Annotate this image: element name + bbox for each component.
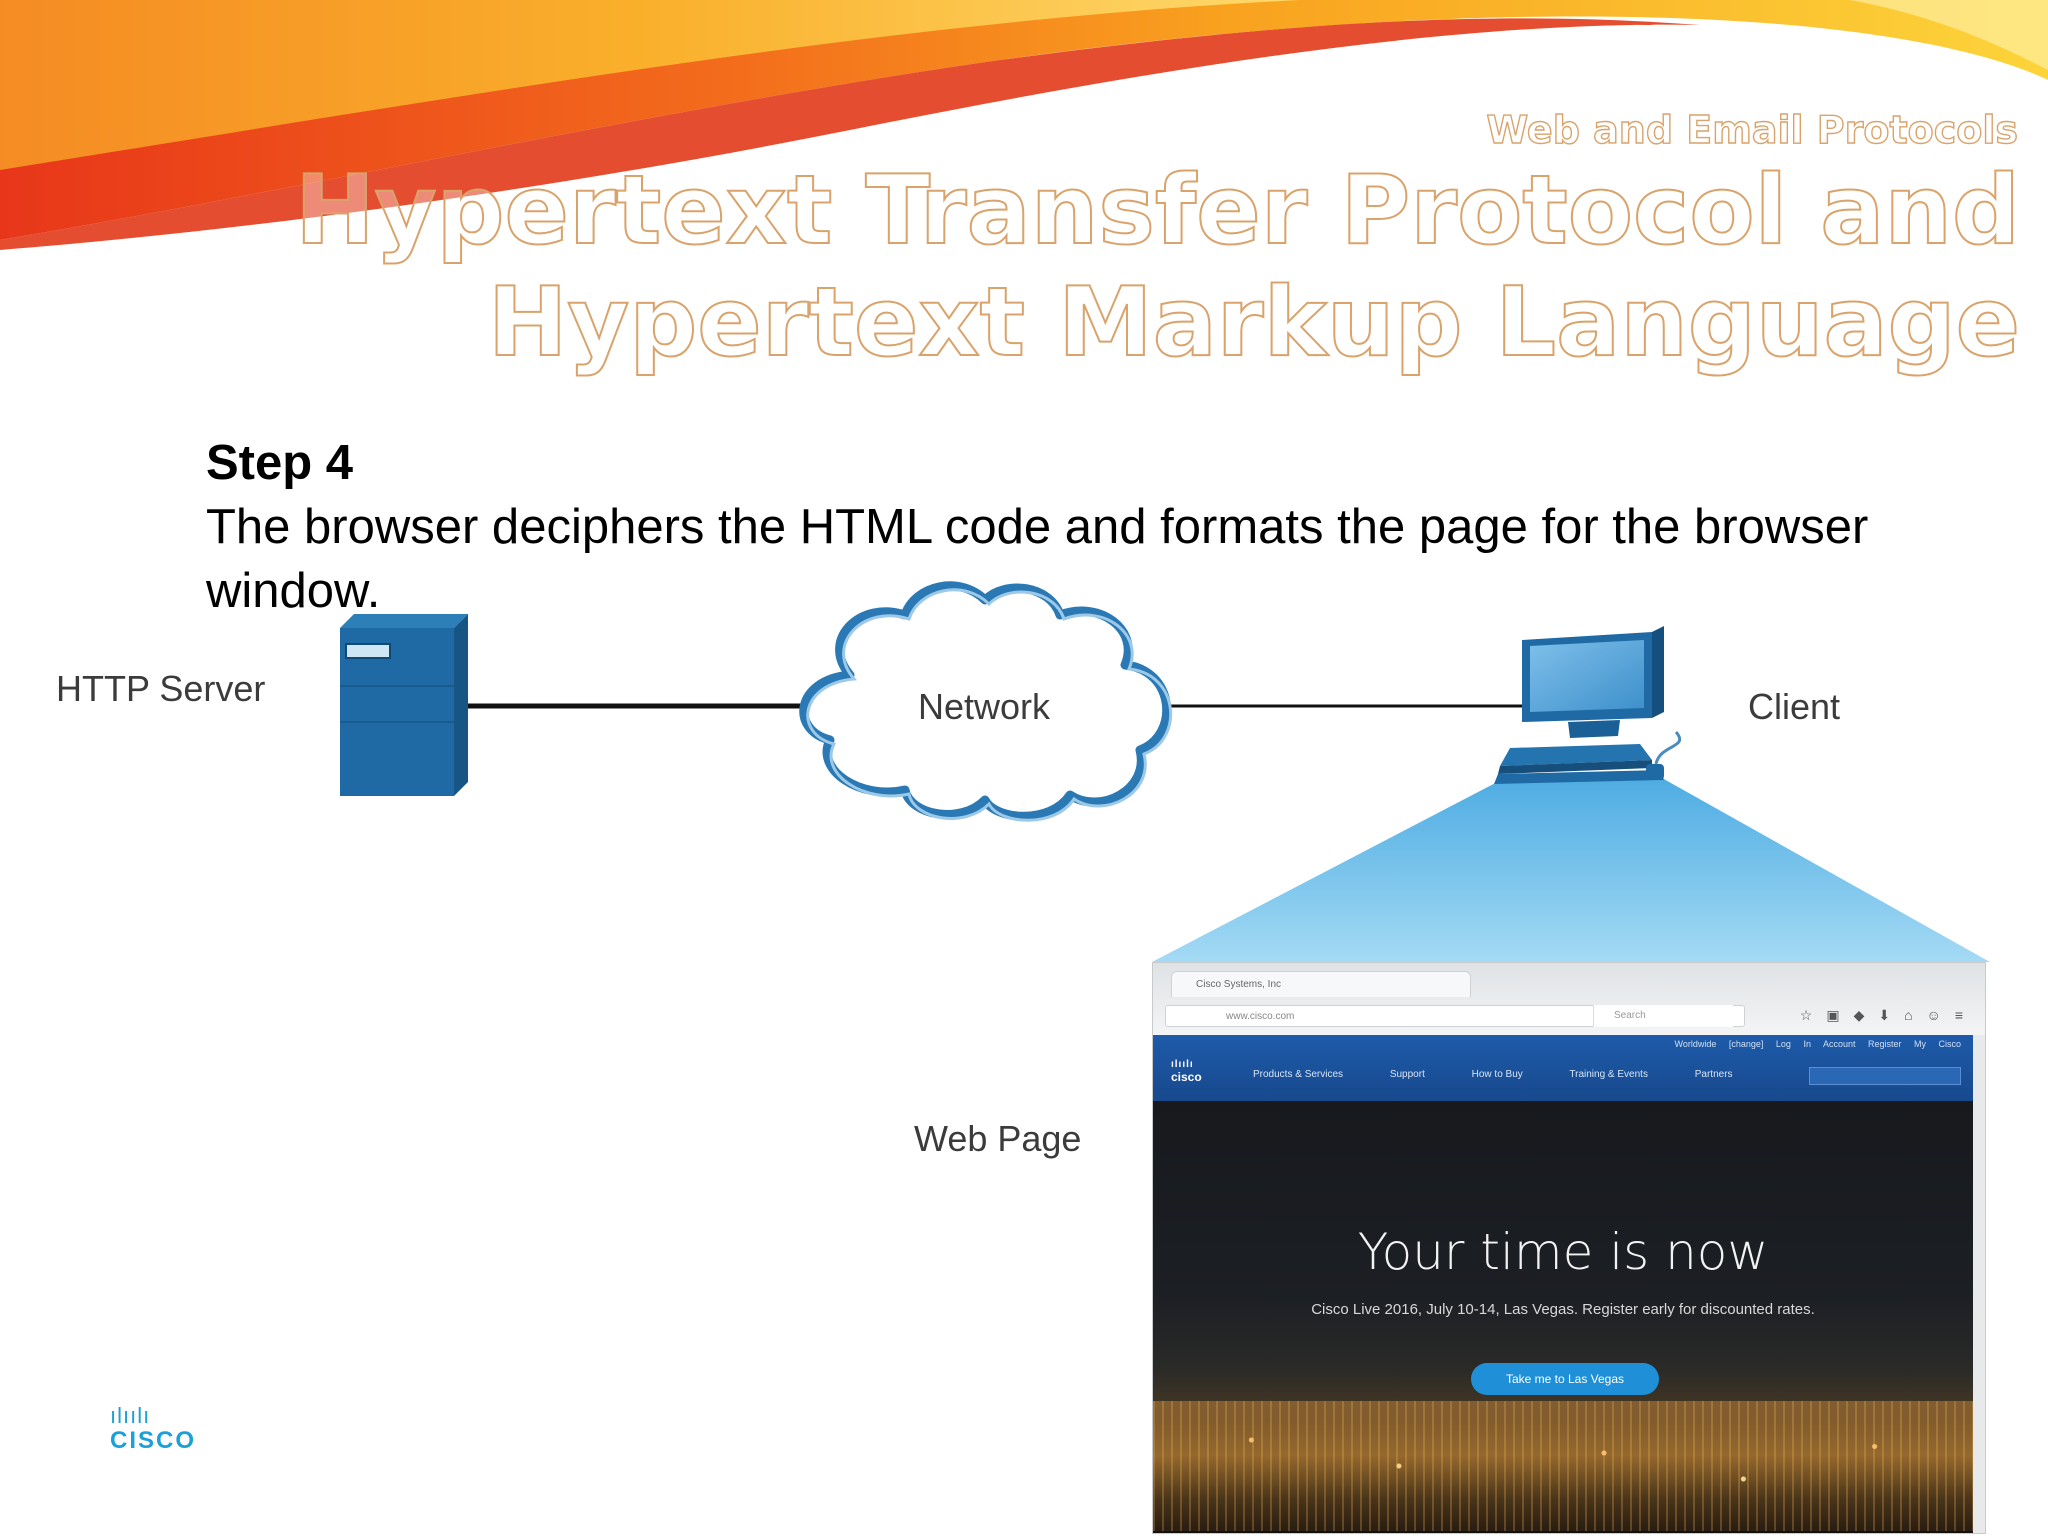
cisco-logo-bars-icon: ılıılı xyxy=(110,1403,151,1428)
browser-toolbar: Cisco Systems, Inc www.cisco.com Search … xyxy=(1153,963,1985,1035)
header-swoosh xyxy=(0,0,2048,250)
site-logo: ılıılı cisco xyxy=(1171,1059,1202,1083)
site-navbar: Worldwide [change] Log In Account Regist… xyxy=(1153,1035,1973,1101)
site-menu-item: Support xyxy=(1389,1069,1425,1080)
site-menu-item: Products & Services xyxy=(1253,1069,1344,1080)
slide-title-line1: Hypertext Transfer Protocol and xyxy=(294,155,2021,267)
cisco-logo-text: CISCO xyxy=(110,1427,197,1454)
hero-cta-button: Take me to Las Vegas xyxy=(1471,1363,1659,1395)
hero-subtext: Cisco Live 2016, July 10-14, Las Vegas. … xyxy=(1311,1301,1815,1318)
hero-headline: Your time is now xyxy=(1357,1223,1769,1281)
step-heading: Step 4 xyxy=(206,436,354,490)
web-page-label: Web Page xyxy=(914,1118,1082,1159)
client-label: Client xyxy=(1748,686,1841,727)
site-menu-item: Partners xyxy=(1694,1069,1733,1080)
city-lights-background xyxy=(1153,1401,1973,1531)
site-logo-bars-icon: ılıılı xyxy=(1171,1059,1194,1070)
network-cloud-icon xyxy=(799,581,1173,822)
browser-toolbar-icons: ☆▣◆⬇⌂☺≡ xyxy=(1799,1007,1977,1023)
http-server-label: HTTP Server xyxy=(56,668,266,709)
site-utility-links: Worldwide [change] Log In Account Regist… xyxy=(1674,1039,1961,1049)
browser-tab: Cisco Systems, Inc xyxy=(1171,971,1471,997)
step-description: The browser deciphers the HTML code and … xyxy=(206,500,1869,618)
slide-title: Hypertext Transfer Protocol and Hypertex… xyxy=(294,155,2021,379)
site-logo-text: cisco xyxy=(1171,1070,1202,1084)
cisco-logo: ılıılı CISCO xyxy=(110,1405,196,1455)
site-search-box xyxy=(1809,1067,1961,1085)
browser-scrollbar xyxy=(1973,1035,1985,1533)
browser-search-box: Search xyxy=(1593,1005,1733,1027)
site-hero: Your time is now Cisco Live 2016, July 1… xyxy=(1153,1101,1973,1533)
client-projection-beam xyxy=(1152,778,1990,962)
slide-subtitle: Web and Email Protocols xyxy=(1486,107,2019,152)
web-page-screenshot: Cisco Systems, Inc www.cisco.com Search … xyxy=(1152,962,1986,1534)
site-menu: Products & Services Support How to Buy T… xyxy=(1253,1069,1777,1080)
http-server-icon xyxy=(340,614,468,796)
network-label: Network xyxy=(918,686,1051,727)
site-menu-item: Training & Events xyxy=(1569,1069,1648,1080)
site-menu-item: How to Buy xyxy=(1471,1069,1523,1080)
slide-title-line2: Hypertext Markup Language xyxy=(487,267,2021,379)
client-computer-icon xyxy=(1494,626,1682,784)
